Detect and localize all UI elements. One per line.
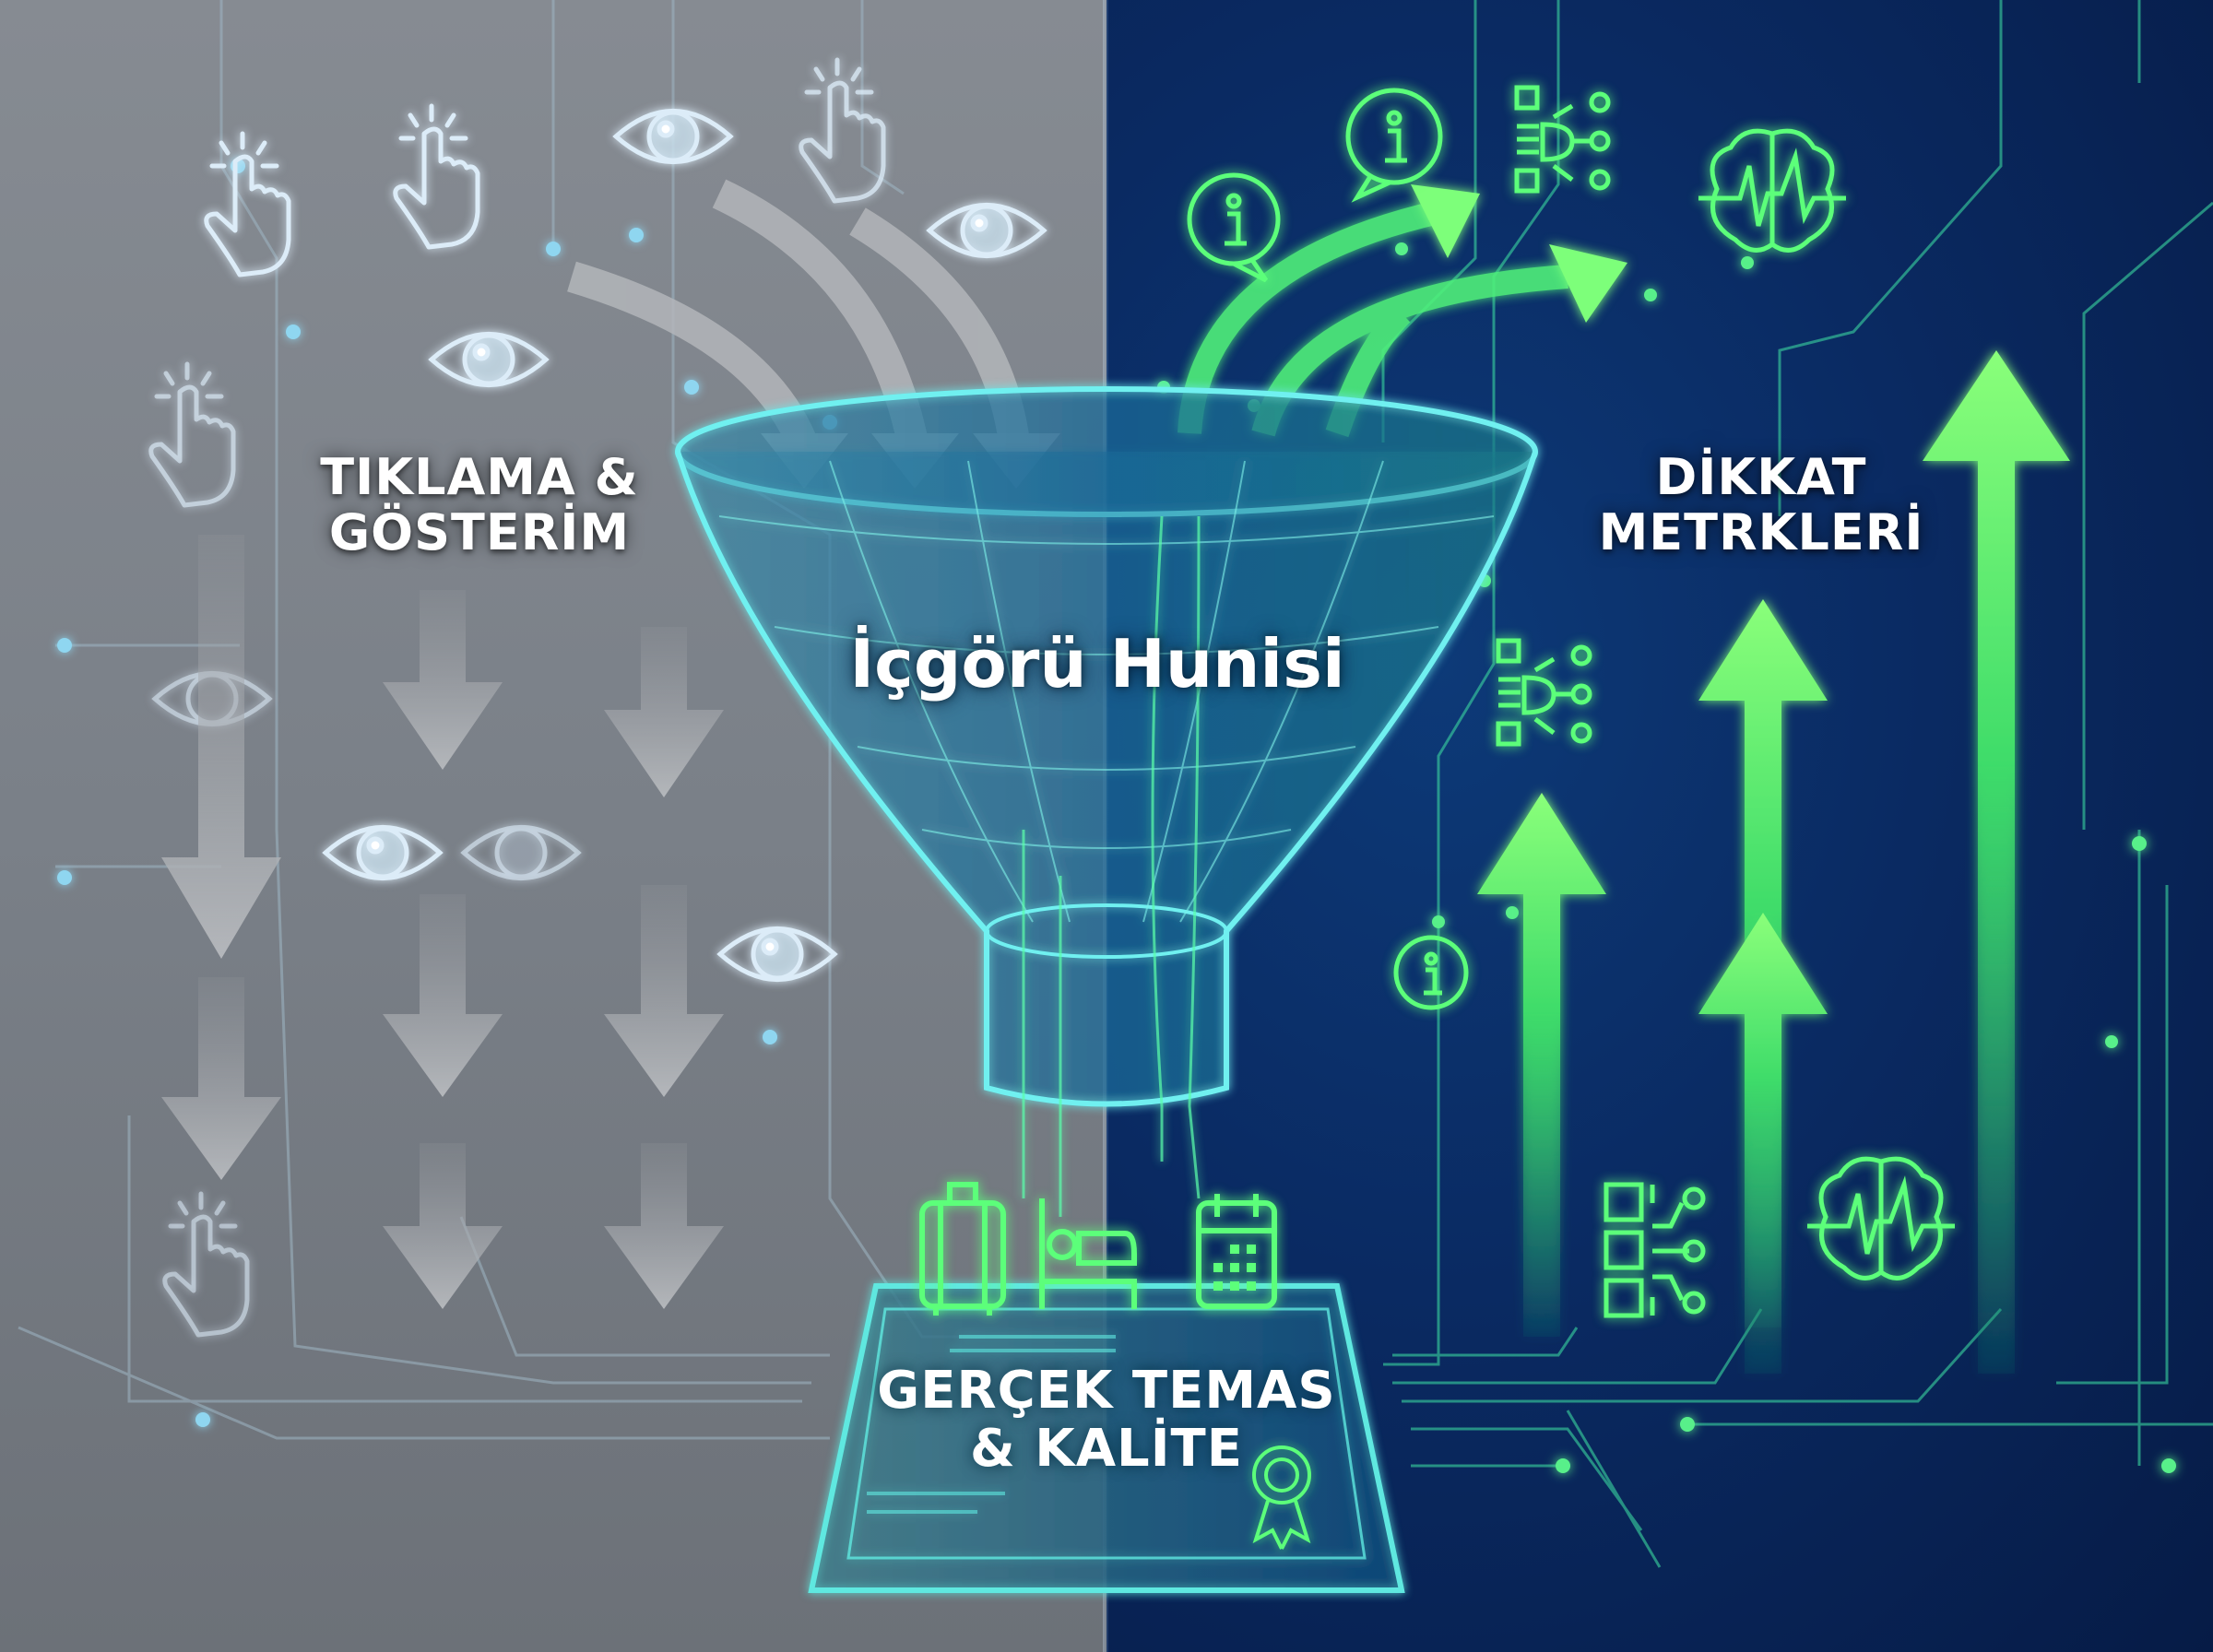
info-bubble-icon [1393,935,1469,1010]
eye-icon [428,332,550,387]
info-bubble-icons [1187,88,1469,1010]
travel-icons [919,1182,1277,1316]
up-arrow-icons [1477,350,2070,1374]
down-arrow-icon [161,977,281,1180]
up-arrow-icon [1923,350,2070,1374]
curved-green-arrowheads [1411,184,1627,323]
eye-icon [926,203,1047,258]
right-circuit-dots [1157,242,2176,1473]
down-arrow-icons [161,535,724,1309]
brain-pulse-icon [1807,1156,1955,1280]
eye-icon [460,825,582,880]
left-heading: TIKLAMA & GÖSTERİM [277,448,682,562]
click-hand-icon [162,1191,250,1338]
down-arrow-icon [383,1143,503,1309]
suitcase-icon [919,1182,1006,1316]
eye-icon [716,926,838,982]
click-hand-icon [393,103,480,250]
result-card-line1: GERÇEK TEMAS [877,1361,1336,1421]
brain-pulse-icon [1698,128,1846,253]
eye-icon [612,109,734,164]
right-heading: DİKKAT METRKLERİ [1568,448,1955,562]
click-hand-icons [148,57,886,1338]
up-arrow-icon [1698,913,1828,1328]
result-card-line2: & KALİTE [969,1418,1244,1479]
bed-icon [1039,1198,1137,1309]
funnel-title: İçgörü Hunisi [849,625,1345,702]
eye-icons [151,109,1047,982]
result-card-text: GERÇEK TEMAS & KALİTE [858,1361,1355,1479]
network-nodes-icons [1496,85,1706,1318]
insight-funnel [675,386,1538,1217]
right-circuit-lines [1381,0,2213,1568]
network-nodes-icon [1496,638,1592,747]
eye-icon [322,825,444,880]
click-hand-icon [799,57,886,204]
calendar-icon [1196,1194,1277,1309]
left-heading-line2: GÖSTERİM [328,503,631,562]
down-arrow-icon [604,885,724,1097]
network-nodes-icon [1514,85,1611,194]
result-card [808,1283,1405,1593]
info-bubble-icon [1187,172,1281,283]
right-heading-line1: DİKKAT [1655,448,1867,506]
left-heading-line1: TIKLAMA & [320,448,639,506]
info-bubble-icon [1345,88,1443,203]
click-hand-icon [148,361,236,508]
down-arrow-icon [161,535,281,959]
brain-pulse-icons [1698,128,1955,1280]
down-arrow-icon [604,627,724,797]
down-arrow-icon [383,590,503,770]
right-heading-line2: METRKLERİ [1598,503,1924,562]
checklist-nodes-icon [1604,1182,1706,1318]
up-arrow-icon [1477,793,1606,1337]
click-hand-icon [204,131,291,277]
down-arrow-icon [604,1143,724,1309]
down-arrow-icon [383,894,503,1097]
award-ribbon-icon [1252,1446,1311,1550]
